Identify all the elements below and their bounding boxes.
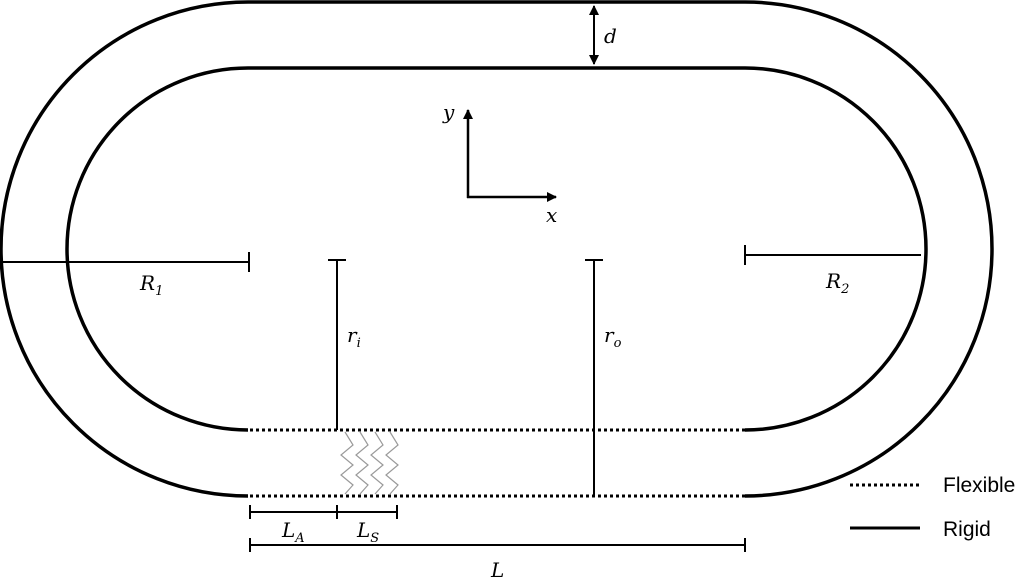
legend-flexible-label: Flexible (943, 474, 1015, 497)
L-label: L (490, 558, 504, 580)
ro-label: ro (604, 323, 622, 351)
R1-label: R1 (139, 271, 163, 299)
y-axis-label: y (442, 100, 455, 124)
LS-label: LS (356, 518, 379, 546)
spring-elements (340, 431, 399, 495)
x-axis-label: x (546, 203, 557, 227)
outer-wall (0, 0, 994, 498)
R2-label: R2 (825, 269, 849, 297)
inner-wall (65, 66, 928, 432)
ri-label: ri (347, 323, 361, 351)
d-label: d (604, 24, 617, 48)
legend-rigid-label: Rigid (943, 518, 991, 541)
LA-label: LA (281, 518, 305, 546)
